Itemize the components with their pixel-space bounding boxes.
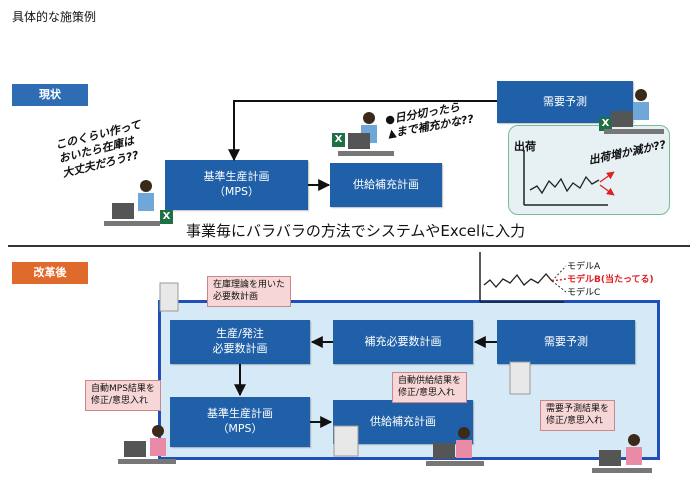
excel-icon: X bbox=[160, 210, 173, 224]
current-caption: 事業毎にバラバラの方法でシステムやExcelに入力 bbox=[186, 222, 526, 240]
excel-icon: X bbox=[332, 133, 345, 147]
model-comparison-chart bbox=[479, 252, 567, 303]
callout-supply-edit: 自動供給結果を 修正/意思入れ bbox=[392, 372, 468, 404]
current-mps-box: 基準生産計画 （MPS） bbox=[165, 160, 308, 210]
chart-ylabel: 出荷 bbox=[514, 140, 536, 153]
arrow-forecast-to-mps bbox=[228, 100, 497, 162]
callout-mps-edit: 自動MPS結果を 修正/意思入れ bbox=[85, 380, 161, 412]
after-production-box: 生産/発注 必要数計画 bbox=[170, 320, 310, 364]
model-a-label: モデルA bbox=[567, 262, 601, 272]
section-divider bbox=[8, 245, 690, 247]
current-forecast-box: 需要予測 bbox=[497, 81, 633, 123]
callout-inventory-theory: 在庫理論を用いた 必要数計画 bbox=[207, 276, 292, 308]
after-mps-box: 基準生産計画 （MPS） bbox=[170, 397, 310, 447]
page-title: 具体的な施策例 bbox=[12, 10, 97, 24]
excel-icon: X bbox=[599, 117, 612, 131]
server-icon bbox=[159, 282, 531, 457]
forecast-chart-area bbox=[508, 125, 670, 215]
callout-forecast-edit: 需要予測結果を 修正/意思入れ bbox=[540, 400, 616, 432]
shipment-chart bbox=[523, 150, 615, 206]
model-c-label: モデルC bbox=[567, 288, 601, 298]
current-supply-box: 供給補充計画 bbox=[330, 163, 442, 207]
person-icon bbox=[104, 89, 664, 473]
section-label-current: 現状 bbox=[12, 84, 88, 106]
section-label-after: 改革後 bbox=[12, 262, 88, 284]
after-forecast-box: 需要予測 bbox=[497, 320, 635, 364]
after-replenish-box: 補充必要数計画 bbox=[333, 320, 473, 364]
model-b-label: モデルB(当たってる) bbox=[567, 275, 654, 285]
